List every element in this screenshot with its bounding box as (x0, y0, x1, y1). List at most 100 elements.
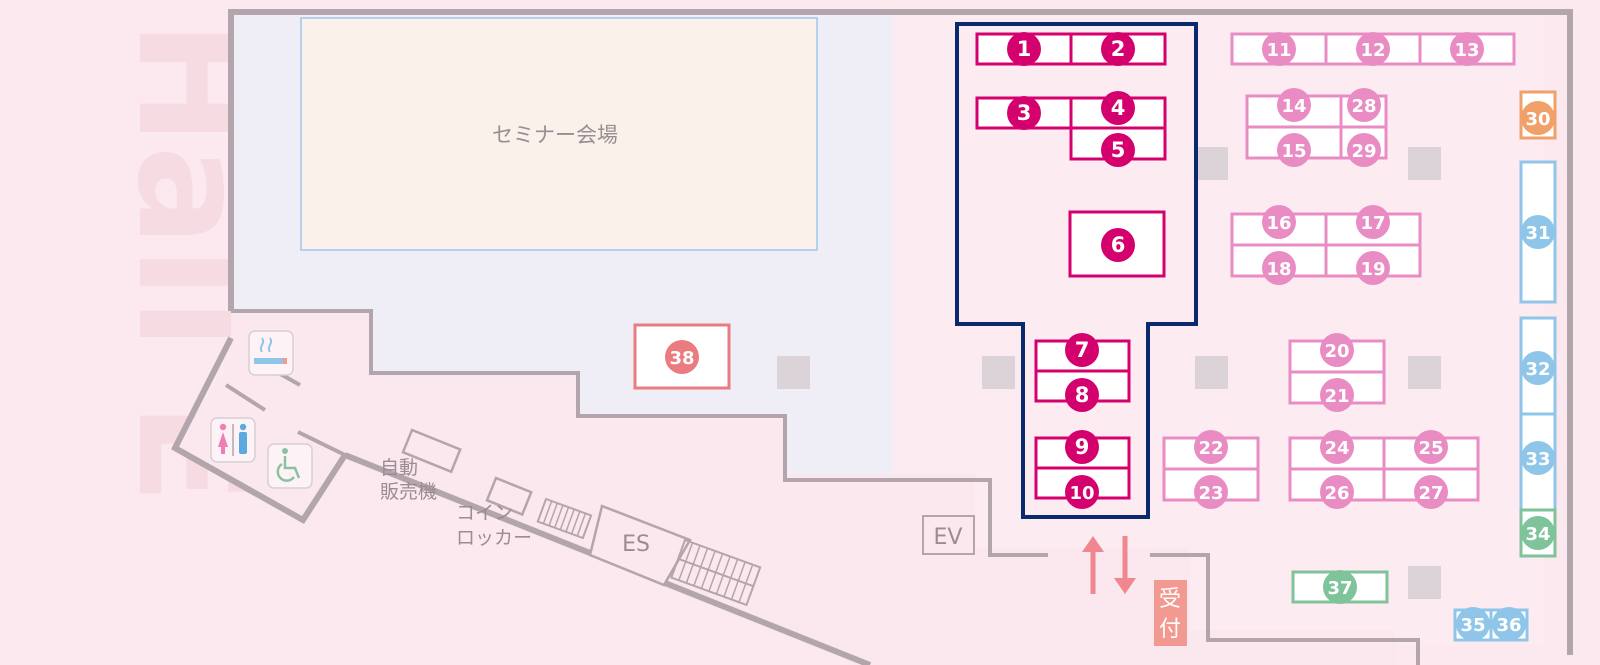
booth-marker (1101, 91, 1135, 125)
booth-marker (665, 340, 699, 374)
booth-35[interactable]: 35 (1456, 607, 1490, 641)
booth-marker (1101, 32, 1135, 66)
booth-1[interactable]: 1 (1007, 32, 1041, 66)
booth-marker (1414, 430, 1448, 464)
booth-29[interactable]: 29 (1347, 133, 1381, 167)
booth-marker (1262, 205, 1296, 239)
reception-label-1: 受 (1159, 587, 1181, 612)
reception-wall (1150, 553, 1420, 665)
booth-marker (1492, 607, 1526, 641)
accessible-restroom-icon (267, 443, 313, 489)
booth-number: 6 (1111, 233, 1126, 257)
booth-marker (1101, 133, 1135, 167)
booth-marker (1414, 475, 1448, 509)
booth-marker (1323, 570, 1357, 604)
booth-number: 24 (1324, 438, 1349, 459)
booth-6[interactable]: 6 (1101, 228, 1135, 262)
reception-label-2: 付 (1159, 617, 1181, 642)
booth-marker (1262, 32, 1296, 66)
booth-marker (1320, 475, 1354, 509)
left-wall (171, 336, 348, 524)
booth-38[interactable]: 38 (665, 340, 699, 374)
booth-number: 25 (1418, 438, 1443, 459)
booth-27[interactable]: 27 (1414, 475, 1448, 509)
booth-32[interactable]: 32 (1521, 351, 1555, 385)
booth-24[interactable]: 24 (1320, 430, 1354, 464)
locker-label-1: コイン (456, 502, 513, 524)
booth-number: 34 (1525, 524, 1550, 545)
booth-17[interactable]: 17 (1356, 205, 1390, 239)
booth-number: 1 (1017, 37, 1032, 61)
booth-5[interactable]: 5 (1101, 133, 1135, 167)
booth-37[interactable]: 37 (1323, 570, 1357, 604)
vending-machine (401, 428, 462, 474)
booth-15[interactable]: 15 (1277, 133, 1311, 167)
booth-marker (1320, 333, 1354, 367)
booth-number: 37 (1327, 578, 1352, 599)
booth-21[interactable]: 21 (1320, 378, 1354, 412)
booth-26[interactable]: 26 (1320, 475, 1354, 509)
booth-number: 29 (1351, 141, 1376, 162)
booth-marker (1356, 32, 1390, 66)
locker-label-2: ロッカー (456, 527, 532, 549)
booth-31[interactable]: 31 (1521, 215, 1555, 249)
booth-25[interactable]: 25 (1414, 430, 1448, 464)
booth-4[interactable]: 4 (1101, 91, 1135, 125)
booth-10[interactable]: 10 (1065, 475, 1099, 509)
booth-18[interactable]: 18 (1262, 251, 1296, 285)
booth-8[interactable]: 8 (1065, 378, 1099, 412)
booth-22[interactable]: 22 (1194, 430, 1228, 464)
booth-7[interactable]: 7 (1065, 333, 1099, 367)
booth-marker (1101, 228, 1135, 262)
booth-20[interactable]: 20 (1320, 333, 1354, 367)
booth-number: 38 (669, 348, 694, 369)
escalator (588, 504, 692, 587)
booth-marker (1521, 351, 1555, 385)
booth-14[interactable]: 14 (1277, 88, 1311, 122)
booth-number: 32 (1525, 359, 1550, 380)
booth-23[interactable]: 23 (1194, 475, 1228, 509)
booth-number: 3 (1017, 101, 1032, 125)
booth-34[interactable]: 34 (1521, 516, 1555, 550)
booth-30[interactable]: 30 (1521, 101, 1555, 135)
booth-number: 10 (1069, 483, 1094, 504)
booth-28[interactable]: 28 (1347, 88, 1381, 122)
booth-13[interactable]: 13 (1450, 32, 1484, 66)
booth-marker (1450, 32, 1484, 66)
escalator-stairs-left (536, 497, 593, 540)
pillars (777, 147, 1441, 599)
booth-number: 2 (1111, 37, 1126, 61)
booth-marker (1194, 475, 1228, 509)
booth-33[interactable]: 33 (1521, 441, 1555, 475)
booth-number: 27 (1418, 483, 1443, 504)
booth-marker (1521, 215, 1555, 249)
booth-11[interactable]: 11 (1262, 32, 1296, 66)
booth-number: 5 (1111, 138, 1126, 162)
outer-wall (228, 9, 1573, 655)
booth-marker (1521, 516, 1555, 550)
booth-number: 13 (1454, 40, 1479, 61)
booth-2[interactable]: 2 (1101, 32, 1135, 66)
booth-marker (1320, 378, 1354, 412)
booth-number: 21 (1324, 386, 1349, 407)
escalator-label: ES (622, 532, 650, 557)
booth-number: 36 (1496, 615, 1521, 636)
vending-label-1: 自動 (380, 457, 418, 479)
booth-36[interactable]: 36 (1492, 607, 1526, 641)
booth-16[interactable]: 16 (1262, 205, 1296, 239)
booth-12[interactable]: 12 (1356, 32, 1390, 66)
booth-number: 23 (1198, 483, 1223, 504)
booth-marker (1007, 96, 1041, 130)
escalator-stairs-right (670, 538, 762, 607)
elevator (922, 515, 975, 555)
booth-marker (1347, 88, 1381, 122)
coin-locker (485, 476, 533, 517)
booth-marker (1007, 32, 1041, 66)
booth-number: 11 (1266, 40, 1291, 61)
booth-number: 30 (1525, 109, 1550, 130)
booth-3[interactable]: 3 (1007, 96, 1041, 130)
booth-9[interactable]: 9 (1065, 430, 1099, 464)
booth-number: 20 (1324, 341, 1349, 362)
booth-marker (1277, 88, 1311, 122)
booth-19[interactable]: 19 (1356, 251, 1390, 285)
